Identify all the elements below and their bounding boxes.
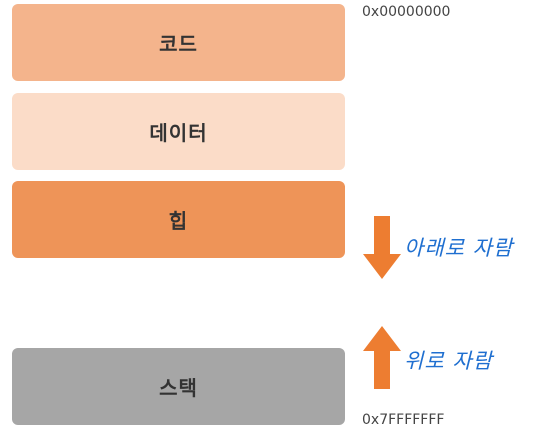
arrow-down-shape	[363, 216, 401, 279]
stack-growth-note: 위로 자람	[404, 349, 493, 373]
segment-label-heap: 힙	[168, 209, 189, 233]
heap-growth-note: 아래로 자람	[404, 236, 514, 260]
arrow-up-shape	[363, 326, 401, 389]
memory-segment-data: 데이터	[12, 93, 345, 170]
address-start: 0x00000000	[362, 4, 451, 20]
address-end: 0x7FFFFFFF	[362, 412, 445, 428]
segment-label-data: 데이터	[149, 121, 208, 145]
arrow-up-icon	[363, 326, 401, 389]
memory-segment-code: 코드	[12, 4, 345, 81]
memory-segment-heap: 힙	[12, 181, 345, 258]
arrow-down-icon	[363, 216, 401, 279]
segment-label-code: 코드	[159, 32, 198, 56]
memory-segment-stack: 스택	[12, 348, 345, 425]
segment-label-stack: 스택	[159, 376, 198, 400]
